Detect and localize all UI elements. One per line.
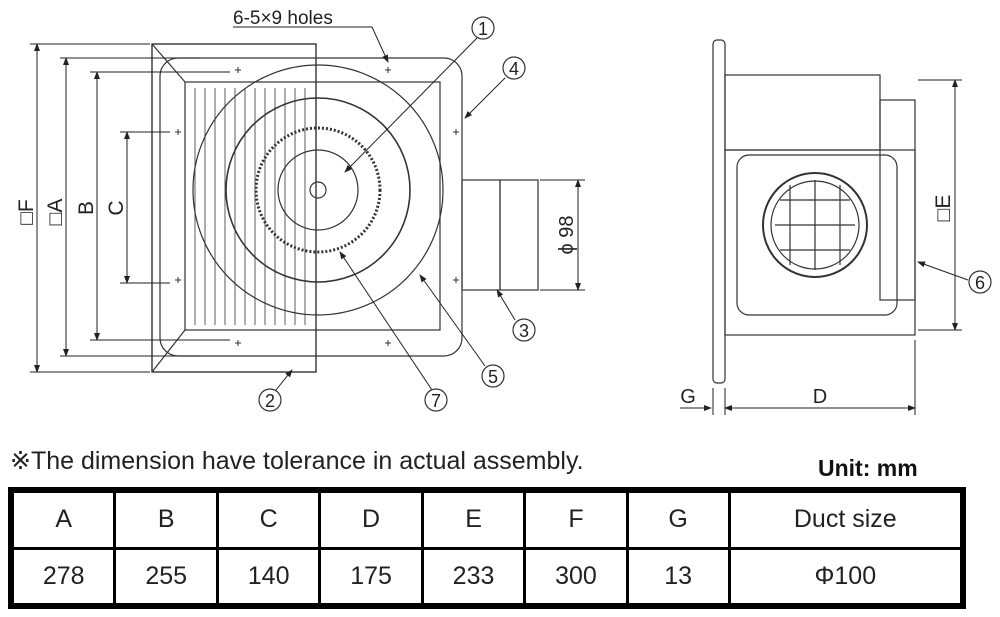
header-D: D — [318, 488, 424, 550]
technical-drawing: 6-5×9 holes □F □A B C ϕ 98 □E G D 1 2 3 … — [15, 8, 992, 415]
callout-7: 7 — [431, 391, 441, 411]
header-E: E — [420, 488, 527, 550]
callout-1: 1 — [478, 19, 488, 39]
header-duct-size: Duct size — [727, 488, 965, 550]
dim-G-label: G — [680, 386, 696, 408]
dimension-table: A B C D E F G Duct size 278 255 140 175 … — [8, 487, 966, 609]
callout-6: 6 — [975, 273, 985, 293]
header-B: B — [113, 488, 219, 550]
front-view — [151, 43, 539, 373]
callout-3: 3 — [519, 321, 529, 341]
table-row: 278 255 140 175 233 300 13 Φ100 — [9, 546, 965, 608]
value-duct-size: Φ100 — [727, 546, 965, 608]
dim-B-label: B — [75, 201, 98, 215]
dim-D-label: D — [813, 386, 827, 408]
dim-A-label: □A — [44, 199, 67, 226]
value-A: 278 — [9, 546, 117, 608]
dim-E-label: □E — [932, 195, 955, 222]
header-G: G — [625, 488, 731, 550]
dim-F-label: □F — [15, 199, 38, 225]
value-G: 13 — [625, 546, 731, 608]
header-F: F — [523, 488, 629, 550]
callout-2: 2 — [265, 391, 275, 411]
side-dimensions — [680, 79, 969, 415]
header-A: A — [9, 488, 117, 550]
dim-duct-diameter-label: ϕ 98 — [556, 215, 578, 254]
value-D: 175 — [318, 546, 424, 608]
value-B: 255 — [113, 546, 219, 608]
side-view — [712, 39, 916, 384]
callout-5: 5 — [488, 367, 498, 387]
front-dimensions — [30, 26, 585, 391]
value-E: 233 — [420, 546, 527, 608]
holes-label: 6-5×9 holes — [233, 8, 333, 29]
table-header-row: A B C D E F G Duct size — [9, 488, 965, 550]
unit-label: Unit: mm — [818, 455, 918, 481]
callout-4: 4 — [509, 59, 519, 79]
tolerance-note: ※The dimension have tolerance in actual … — [10, 447, 584, 475]
dim-C-label: C — [105, 200, 128, 215]
callouts — [258, 16, 992, 412]
header-C: C — [215, 488, 322, 550]
value-C: 140 — [215, 546, 322, 608]
value-F: 300 — [523, 546, 629, 608]
